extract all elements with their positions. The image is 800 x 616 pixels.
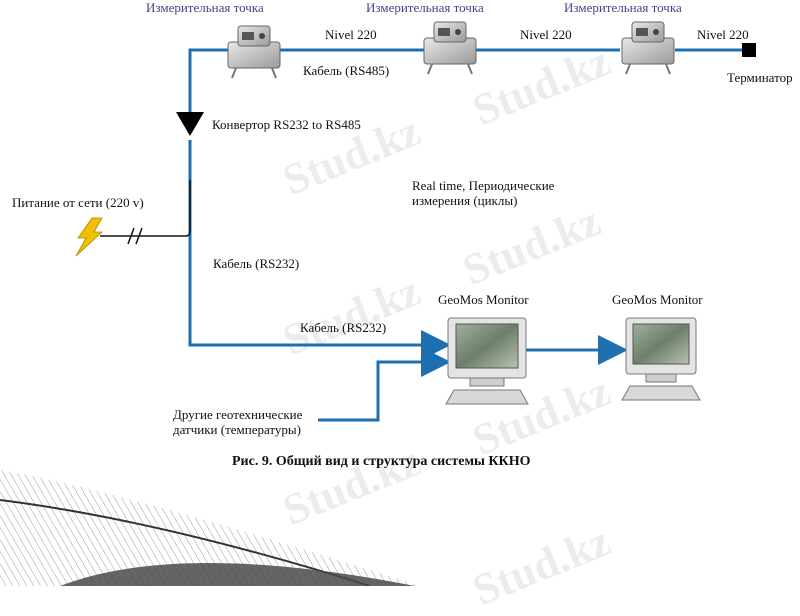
station-label: Измерительная точка bbox=[146, 0, 264, 15]
power-cable bbox=[100, 180, 191, 237]
nivel-label: Nivel 220 bbox=[697, 27, 749, 42]
cable-rs232-label: Кабель (RS232) bbox=[300, 320, 387, 335]
diagram-canvas bbox=[0, 21, 756, 586]
monitor-label: GeoMos Monitor bbox=[438, 292, 529, 307]
monitor-icon bbox=[445, 317, 529, 405]
terminator-label: Терминатор bbox=[727, 70, 793, 85]
terminator-icon bbox=[742, 43, 756, 57]
cable-rs485-label: Кабель (RS485) bbox=[303, 63, 390, 78]
nivel-label: Nivel 220 bbox=[520, 27, 572, 42]
monitor-label: GeoMos Monitor bbox=[612, 292, 703, 307]
power-cable-break bbox=[127, 227, 143, 245]
station-label: Измерительная точка bbox=[564, 0, 682, 15]
station-icon bbox=[227, 25, 281, 79]
station-icon bbox=[423, 21, 477, 75]
nivel-label: Nivel 220 bbox=[325, 27, 377, 42]
converter-label: Конвертор RS232 to RS485 bbox=[212, 117, 361, 132]
station-icon bbox=[621, 21, 675, 75]
realtime-label-line2: измерения (циклы) bbox=[412, 193, 518, 208]
sensors-label-line1: Другие геотехнические bbox=[173, 407, 303, 422]
power-label: Питание от сети (220 v) bbox=[12, 195, 144, 210]
cable-rs485-segment bbox=[188, 48, 228, 116]
sensors-label-line2: датчики (температуры) bbox=[173, 422, 301, 437]
station-label: Измерительная точка bbox=[366, 0, 484, 15]
realtime-label-line1: Real time, Периодические bbox=[412, 178, 555, 193]
decorative-swoosh bbox=[0, 470, 420, 586]
cable-rs232 bbox=[188, 140, 451, 360]
converter-icon bbox=[176, 112, 204, 136]
figure-caption: Рис. 9. Общий вид и структура системы КК… bbox=[232, 454, 531, 469]
cable-rs232-label: Кабель (RS232) bbox=[213, 256, 300, 271]
cable-sensors bbox=[318, 347, 451, 422]
lightning-icon bbox=[75, 217, 104, 257]
monitor-icon bbox=[621, 317, 701, 401]
